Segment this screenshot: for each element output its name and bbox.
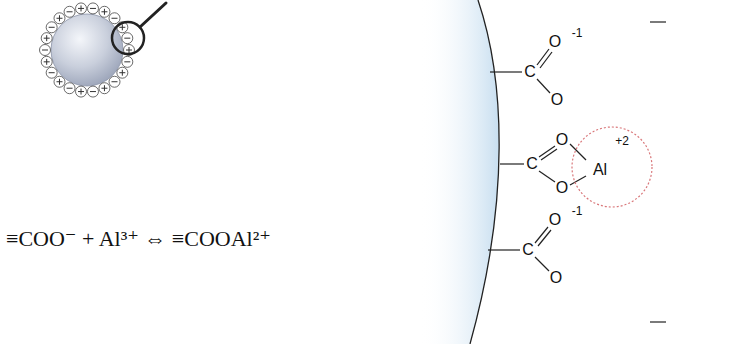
atom-label: O: [550, 270, 562, 286]
charge-label: -1: [572, 205, 583, 217]
ion-charge: +2: [615, 135, 629, 147]
charge-ring: [40, 3, 135, 97]
atom-label: O: [549, 212, 561, 228]
surface-fill: [420, 0, 499, 344]
ion-symbol: Al: [593, 162, 607, 178]
atom-label: C: [526, 156, 538, 172]
ion-outline: [570, 125, 654, 209]
atom-label: O: [556, 180, 568, 196]
atom-label: C: [524, 64, 536, 80]
bonds: [488, 49, 586, 271]
frame-tick: [650, 21, 666, 22]
charge-label: -1: [572, 27, 583, 39]
magnifier-handle: [140, 3, 166, 27]
particle: [51, 14, 123, 86]
atom-label: O: [549, 34, 561, 50]
reaction-equation: ≡COO⁻ + Al³⁺ ⇔ ≡COOAl²⁺: [6, 228, 271, 250]
atom-label: O: [556, 132, 568, 148]
atom-label: C: [522, 242, 534, 258]
frame-tick: [650, 321, 666, 322]
ion-sphere: +2Al: [570, 125, 654, 209]
atom-label: O: [551, 92, 563, 108]
surface-line: [470, 0, 499, 344]
